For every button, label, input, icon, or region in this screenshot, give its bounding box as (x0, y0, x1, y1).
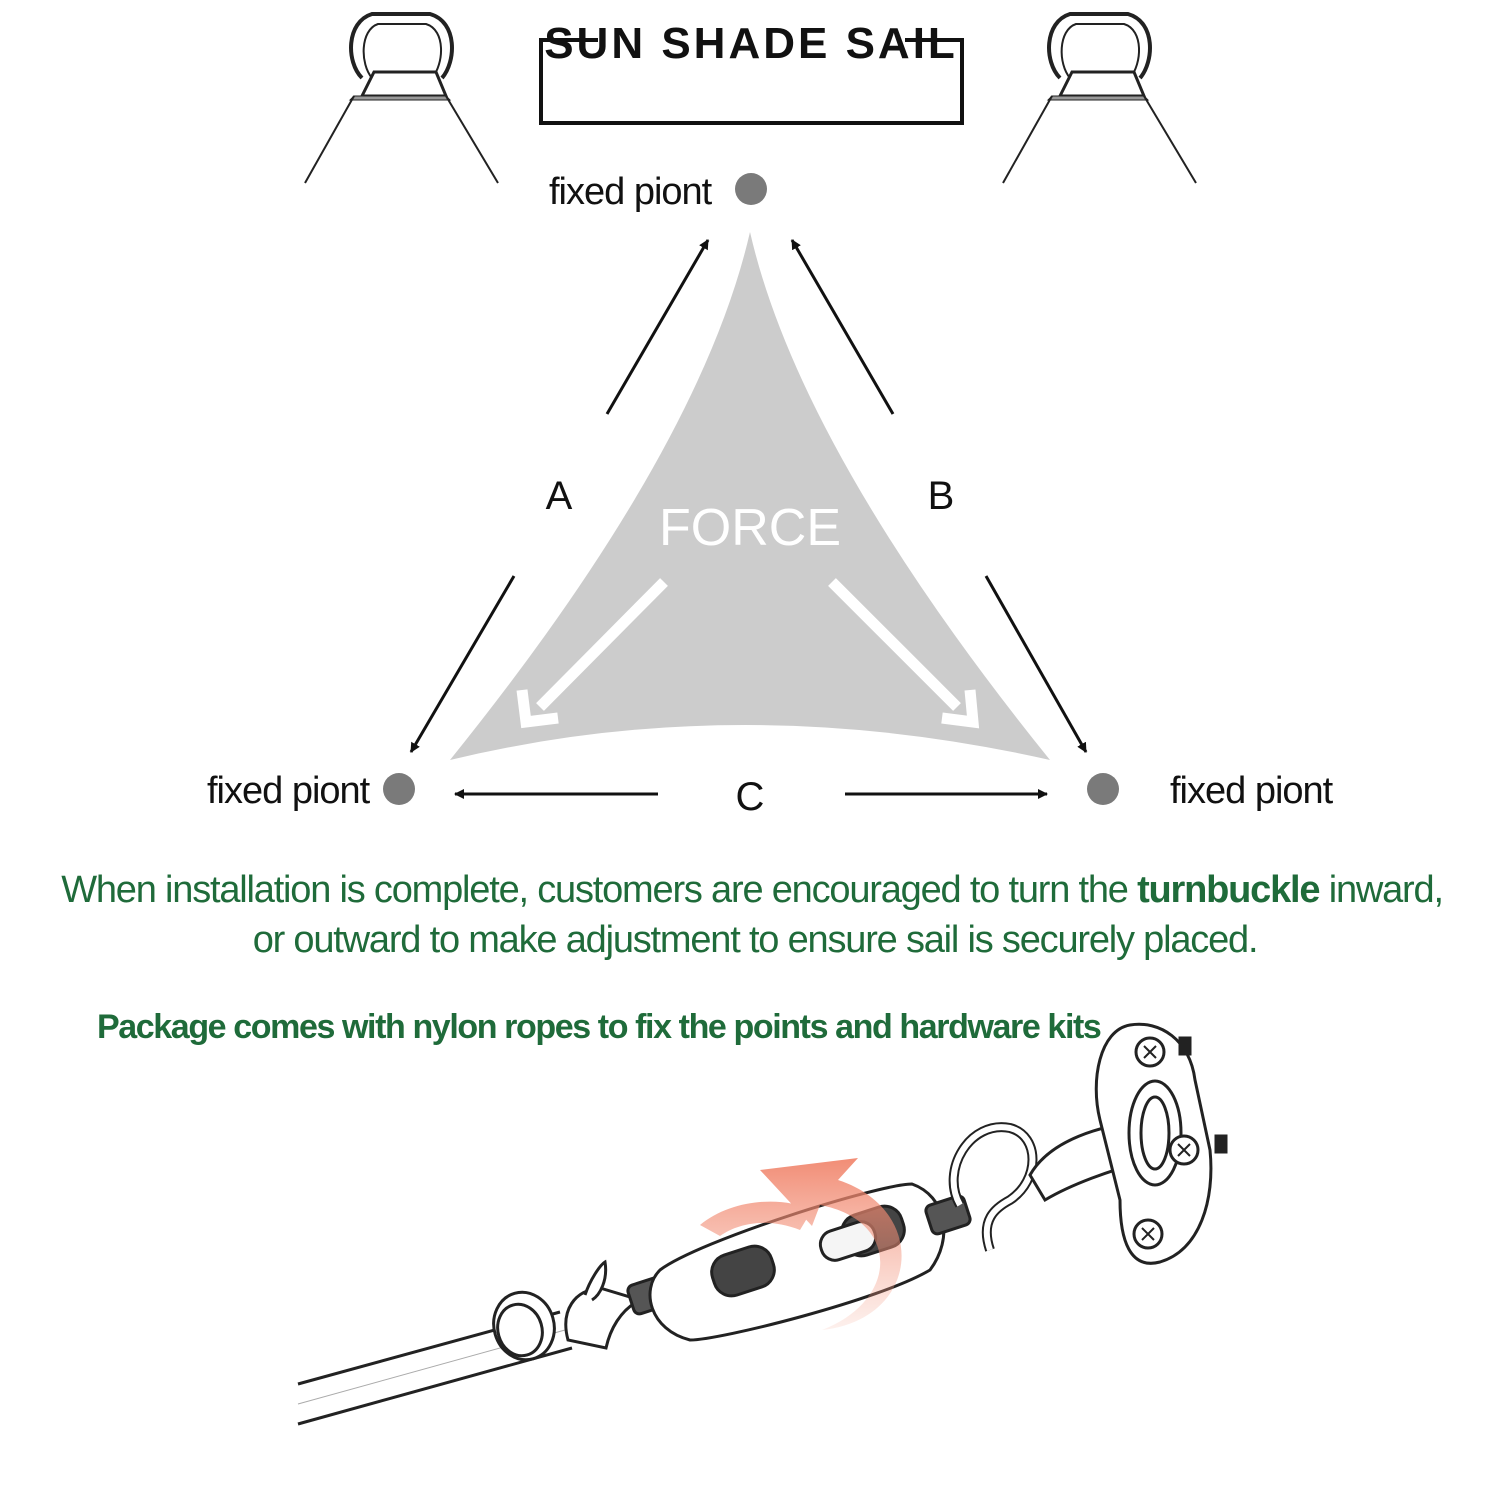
fixed-point-label-left: fixed piont (207, 770, 371, 812)
fixed-point-left (383, 773, 415, 805)
arrow-a-down (409, 575, 516, 753)
turnbuckle-emphasis: turnbuckle (1137, 869, 1319, 911)
rotate-arrow-icon (700, 1158, 902, 1330)
turnbuckle-illustration (297, 1118, 1167, 1426)
arrow-b-down (984, 575, 1088, 753)
instruction-line-1-end: inward, (1319, 869, 1442, 911)
instruction-line-1-text: When installation is complete, customers… (61, 869, 1137, 911)
fixed-point-right (1087, 773, 1119, 805)
side-label-c: C (736, 775, 765, 819)
arrow-b-up (790, 239, 895, 415)
package-note: Package comes with nylon ropes to fix th… (97, 1008, 1101, 1046)
side-label-b: B (928, 474, 955, 518)
instruction-line-1: When installation is complete, customers… (61, 869, 1443, 911)
fixed-point-label-top: fixed piont (549, 171, 713, 213)
sail-shape (450, 232, 1050, 760)
d-ring-corner-icon (304, 12, 499, 184)
fixed-point-top (735, 173, 767, 205)
arrow-a-up (605, 239, 710, 415)
side-label-a: A (546, 474, 573, 518)
force-arrow-right (828, 578, 980, 729)
force-label: FORCE (659, 499, 841, 557)
fixed-point-label-right: fixed piont (1170, 770, 1334, 812)
pad-eye-plate-icon (1094, 1022, 1228, 1265)
page-title: SUN SHADE SAIL (544, 19, 958, 68)
force-arrow-left (516, 578, 668, 729)
d-ring-corner-icon (1002, 12, 1197, 184)
instruction-line-2: or outward to make adjustment to ensure … (253, 919, 1258, 961)
title-frame: SUN SHADE SAIL (539, 19, 964, 125)
